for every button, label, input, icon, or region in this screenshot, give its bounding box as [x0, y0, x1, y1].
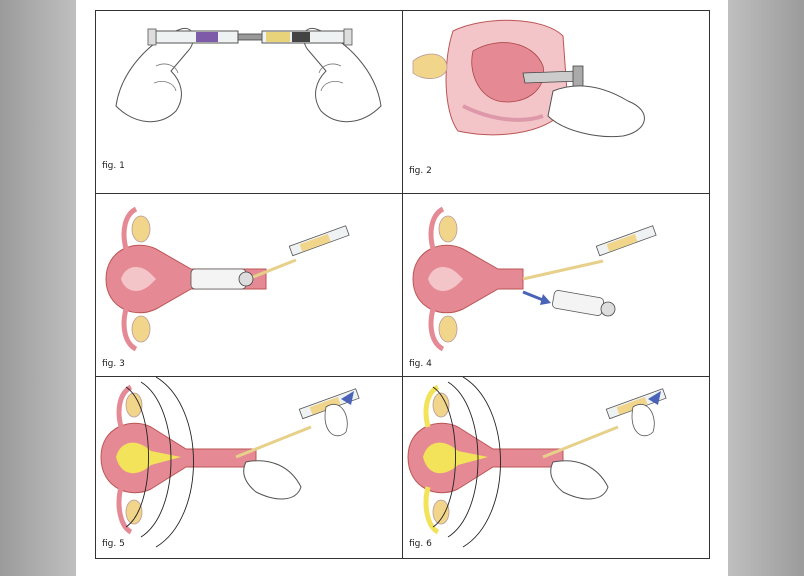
removed-device: [552, 290, 604, 316]
ovary-upper: [432, 392, 450, 418]
device: [190, 268, 247, 290]
figure-caption: fig. 3: [102, 359, 125, 369]
ultrasound-ring-1: [432, 386, 456, 528]
uterus: [100, 422, 257, 494]
ultrasound-ring-3: [462, 377, 501, 548]
figure-2: fig. 2: [403, 11, 709, 194]
figure-1: fig. 1: [96, 11, 403, 194]
ovary-upper: [125, 392, 143, 418]
fig5-foam-injection-illustration: [100, 377, 360, 548]
hand: [547, 85, 645, 138]
ovary: [412, 53, 448, 79]
uterus: [407, 422, 564, 494]
ovary-lower: [131, 315, 151, 343]
arrow: [648, 391, 661, 405]
fig2-speculum-illustration: [412, 19, 645, 138]
figure-caption: fig. 4: [409, 359, 432, 369]
hand-syringe: [631, 404, 655, 437]
ultrasound-ring-3: [155, 377, 194, 548]
hand-probe: [550, 460, 609, 500]
fig4-device-removed-illustration: [412, 206, 657, 352]
figure-caption: fig. 5: [102, 539, 125, 549]
figure-3: fig. 3: [96, 194, 403, 377]
ultrasound-ring-1: [125, 386, 149, 528]
uterus: [105, 244, 267, 314]
figure-caption: fig. 6: [409, 539, 432, 549]
tube-upper: [428, 206, 445, 250]
ultrasound-ring-2: [140, 381, 172, 538]
ovary-lower: [432, 499, 450, 525]
connector: [237, 33, 263, 41]
figure-5: fig. 5: [96, 377, 403, 558]
tube-lower: [428, 308, 445, 352]
ovary-upper: [438, 215, 458, 243]
hand-probe: [243, 460, 302, 500]
left-hand: [115, 27, 194, 123]
hand-syringe: [324, 404, 348, 437]
ovary-lower: [125, 499, 143, 525]
figure-caption: fig. 2: [409, 166, 432, 176]
figure-4: fig. 4: [403, 194, 709, 377]
figure-grid: fig. 1 fig. 2: [95, 10, 710, 559]
ovary-upper: [131, 215, 151, 243]
fig6-foam-spread-illustration: [407, 377, 667, 548]
ovary-lower: [438, 315, 458, 343]
fig3-uterus-device-illustration: [105, 206, 350, 352]
tube-lower: [121, 308, 138, 352]
arrow: [341, 391, 354, 405]
fig1-syringes-illustration: [115, 27, 382, 123]
figure-6: fig. 6: [403, 377, 709, 558]
right-hand: [303, 27, 382, 123]
tube-upper: [121, 206, 138, 250]
arrow: [522, 290, 544, 302]
figure-caption: fig. 1: [102, 161, 125, 171]
ultrasound-ring-2: [447, 381, 479, 538]
